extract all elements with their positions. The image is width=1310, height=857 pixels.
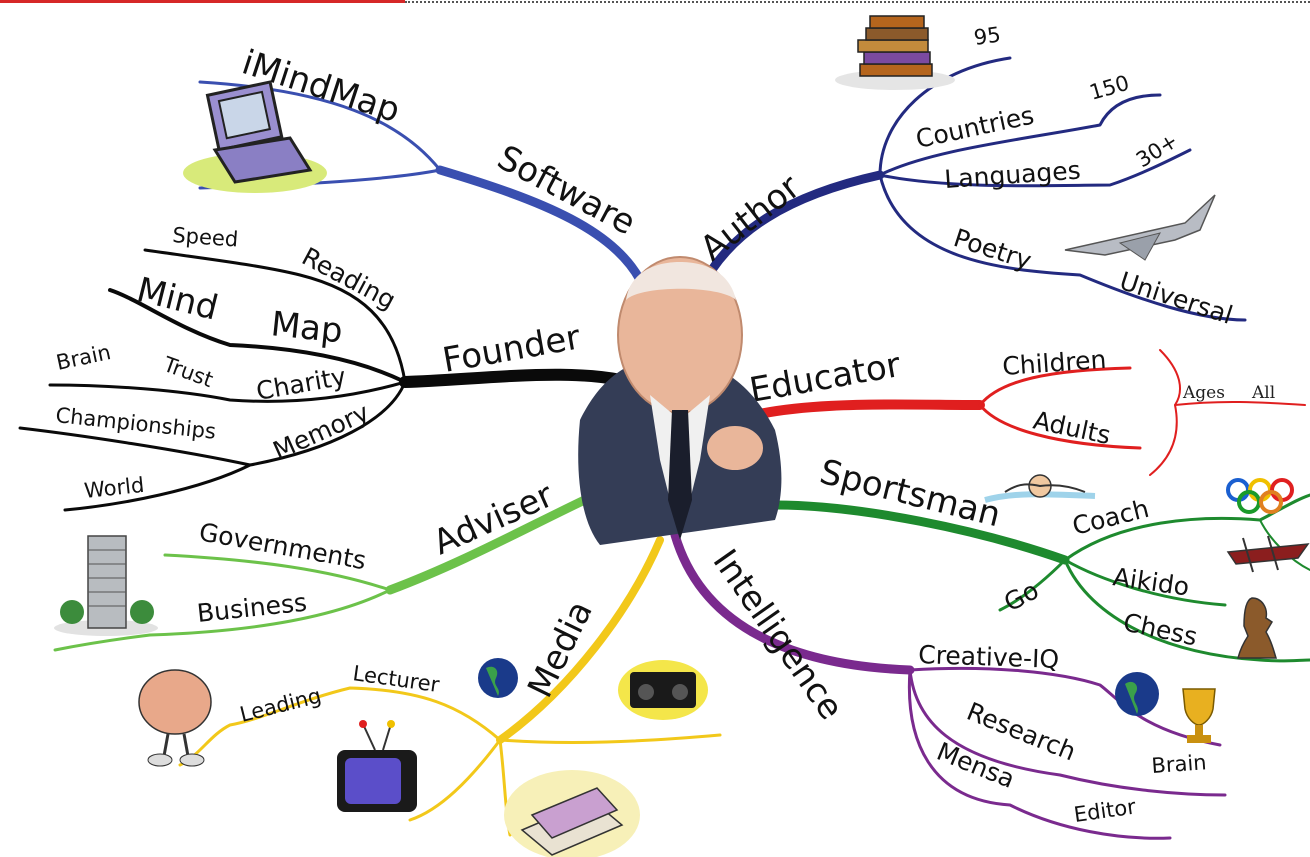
label-championships: Championships (54, 403, 217, 444)
branch-educator: Educator Children Adults Ages All (730, 345, 1306, 476)
label-brain-founder: Brain (54, 340, 113, 375)
label-children: Children (1001, 345, 1107, 381)
top-accent-bar (0, 0, 405, 3)
top-dotted-rule (405, 1, 1310, 3)
chess-piece-icon (1237, 597, 1278, 659)
label-aikido: Aikido (1111, 562, 1191, 601)
branch-sportsman: Sportsman Coach Aikido Go Chess (770, 452, 1310, 663)
swimmer-icon (984, 474, 1096, 503)
label-speed: Speed (172, 223, 239, 252)
branch-founder: Founder Speed Reading Mind Map Brain Tru… (18, 223, 646, 512)
building-icon (54, 535, 158, 636)
television-icon (337, 720, 417, 812)
label-go: Go (999, 575, 1043, 617)
radio-icon (618, 660, 708, 720)
label-leading: Leading (237, 684, 323, 727)
label-chess: Chess (1121, 608, 1200, 652)
airplane-icon (1064, 194, 1216, 261)
branch-adviser: Adviser Governments Business (53, 475, 615, 652)
label-mind: Mind (133, 270, 222, 329)
label-all: All (1251, 383, 1275, 403)
rowing-boat-icon (1226, 535, 1310, 573)
label-brain-intelligence: Brain (1151, 750, 1208, 778)
globe-icon (478, 658, 518, 698)
label-intelligence: Intelligence (705, 542, 851, 727)
label-adviser: Adviser (427, 475, 559, 563)
label-adults: Adults (1031, 406, 1113, 451)
label-editor: Editor (1072, 794, 1137, 826)
label-coach: Coach (1069, 494, 1151, 541)
label-creative-iq: Creative-IQ (918, 640, 1060, 674)
branch-media: Media Lecturer Leading (138, 536, 722, 857)
label-ages: Ages (1182, 383, 1225, 403)
laptop-icon (183, 80, 327, 193)
label-author: Author (693, 167, 808, 269)
newspapers-icon (504, 770, 640, 857)
label-map: Map (269, 304, 345, 351)
label-memory: Memory (269, 398, 374, 466)
label-poetry: Poetry (950, 223, 1035, 275)
books-icon (835, 15, 955, 90)
brain-character-icon (138, 669, 212, 767)
label-trust: Trust (159, 352, 216, 392)
olympic-rings-icon (1226, 478, 1294, 514)
central-portrait (578, 256, 782, 545)
trophy-icon (1182, 688, 1216, 743)
label-95: 95 (972, 22, 1002, 49)
globe-icon-2 (1115, 672, 1159, 716)
branch-software: Software iMindMap (183, 43, 650, 295)
branch-author: Author 95 Countries 150 Languages 30+ Po… (693, 15, 1247, 330)
label-mensa: Mensa (933, 737, 1019, 794)
label-languages: Languages (943, 156, 1081, 194)
label-universal: Universal (1116, 266, 1236, 330)
